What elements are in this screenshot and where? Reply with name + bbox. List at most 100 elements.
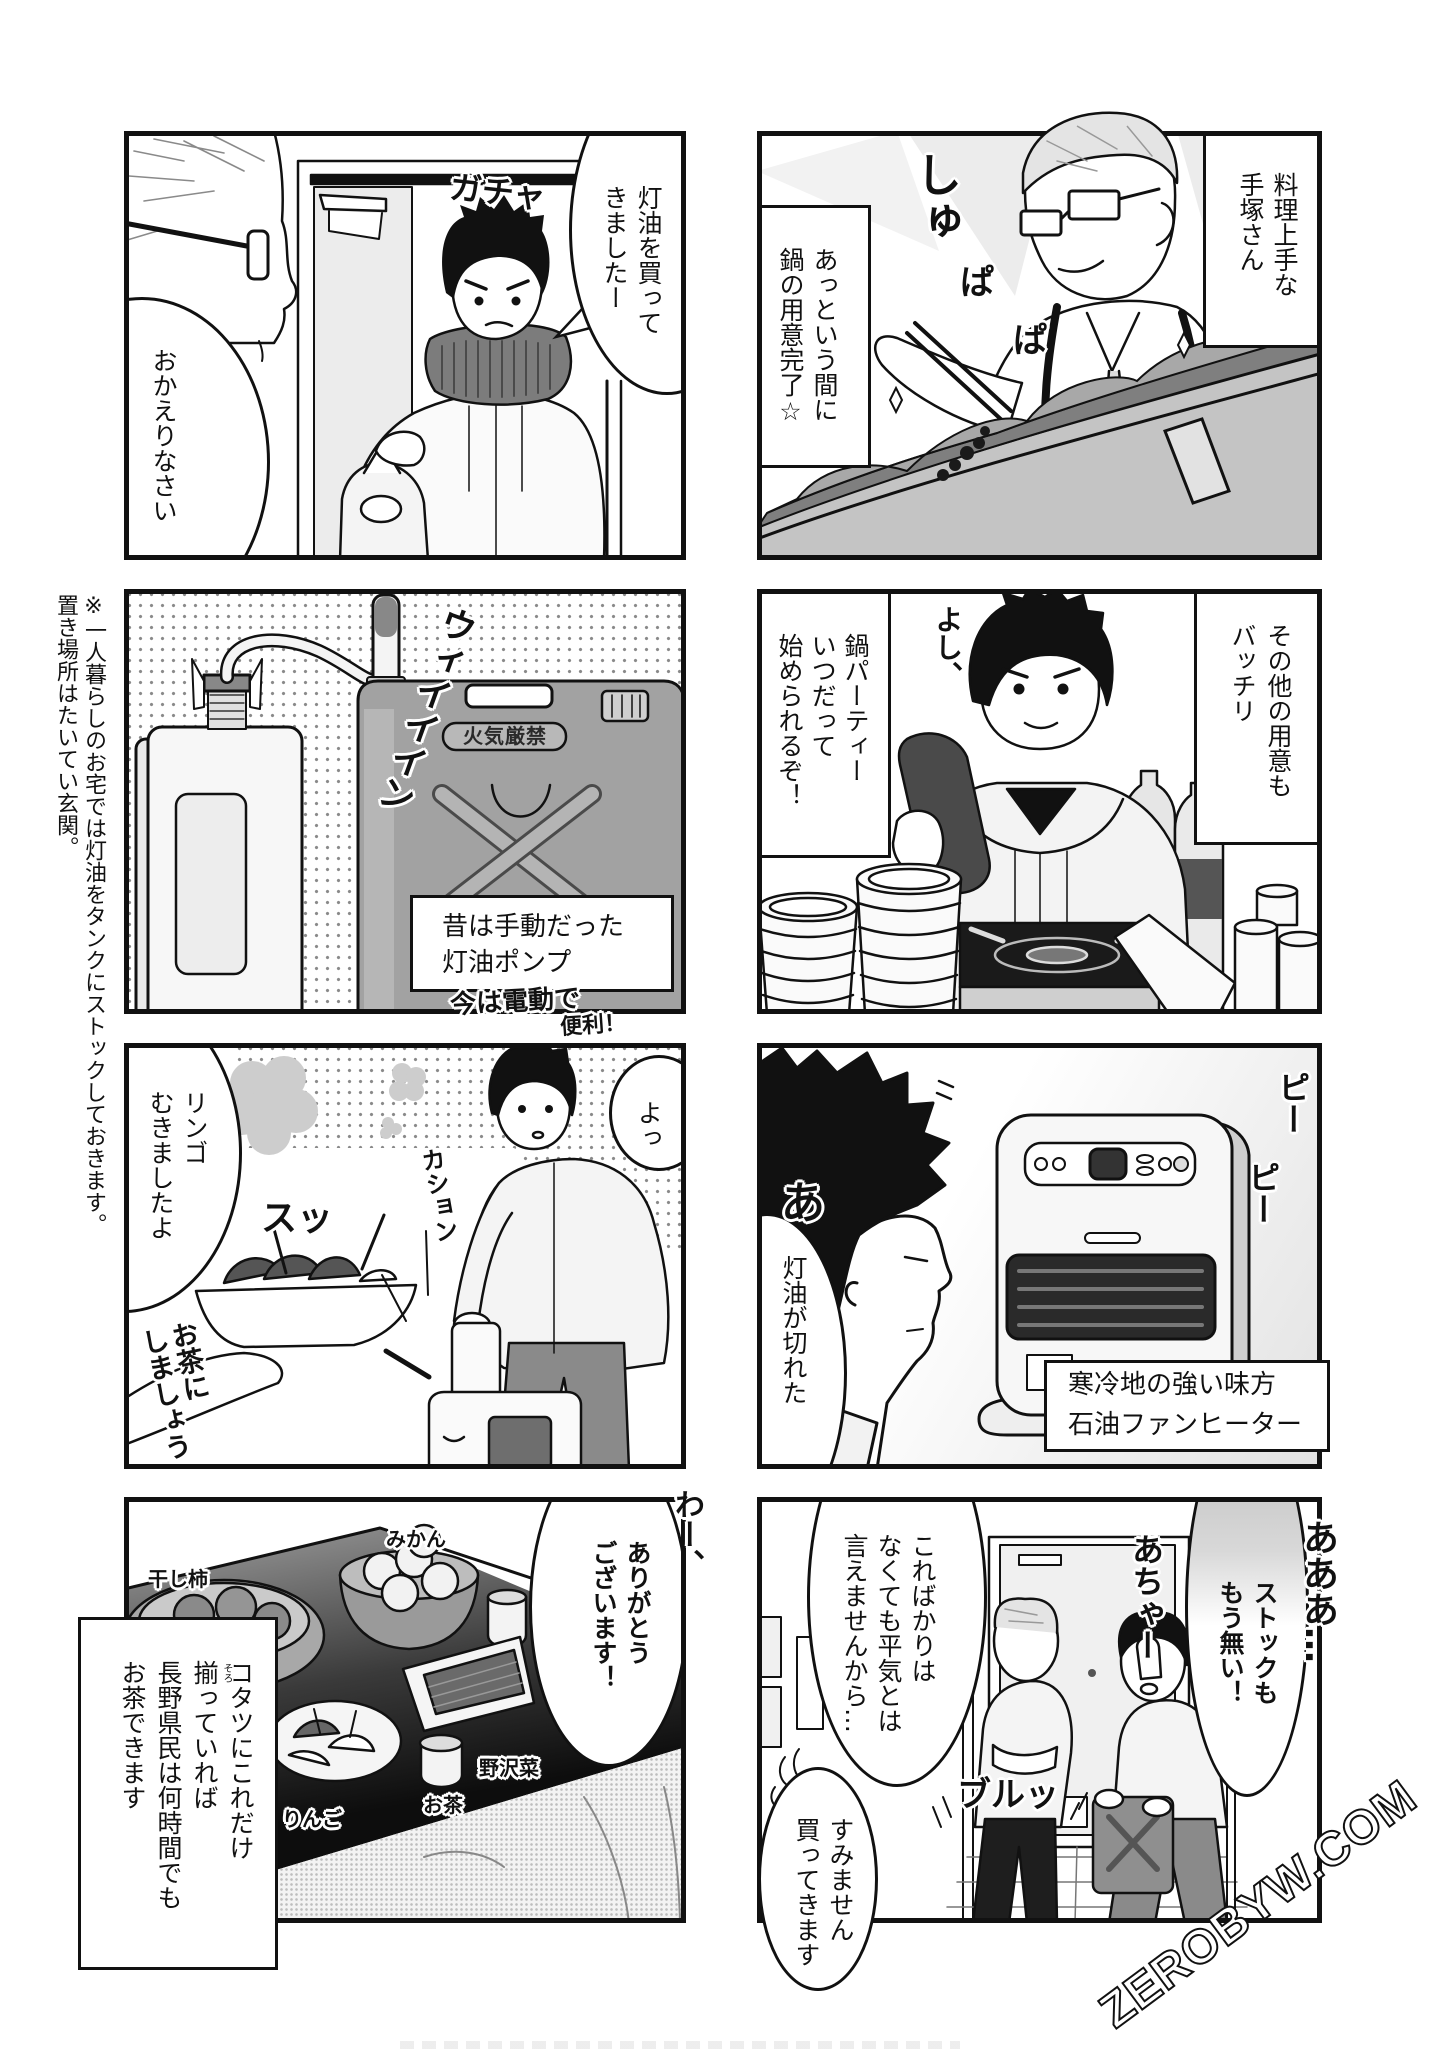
bowl-stacks <box>757 862 963 1014</box>
caption-line: 手塚さん <box>1236 172 1265 272</box>
sparkle-icon <box>888 330 1192 415</box>
caption-line: 長野県民は何時間でも <box>154 1660 183 1910</box>
caption-line: 寒冷地の強い味方 <box>1068 1370 1277 1400</box>
young-man-figure <box>452 1043 670 1469</box>
speech-line: リンゴ <box>180 1090 209 1165</box>
panel-8: こればかりは なくても平気とは 言えませんから… すみません 買ってきます スト… <box>757 1497 1338 1991</box>
speech-text: こればかりは なくても平気とは 言えませんから… <box>837 1533 939 1733</box>
caption-text: 昔は手動だった 灯油ポンプ <box>442 909 624 981</box>
futon-folds <box>423 1786 681 1923</box>
caption-text: 寒冷地の強い味方 石油ファンヒーター <box>1068 1365 1302 1445</box>
tea-cup <box>486 1588 528 1649</box>
heater <box>383 1348 583 1469</box>
young-man-figure <box>338 195 606 560</box>
tea-cup <box>418 1733 464 1789</box>
chopsticks <box>905 321 1013 425</box>
speech-line: 言えませんから… <box>840 1533 869 1733</box>
speech-text: ストックも もう無い！ <box>1213 1580 1281 1705</box>
speech-line: ございます！ <box>589 1540 618 1690</box>
handwritten-note: 便利！ <box>559 1010 627 1041</box>
speech-text: 灯油を買って きましたー <box>597 185 665 335</box>
hotpot <box>757 317 1322 560</box>
sound-effect: わー、 <box>669 1489 704 1579</box>
caption-line: 鍋パーティー <box>841 633 870 783</box>
jerry-can <box>1091 1788 1175 1895</box>
caption-box <box>1044 1360 1330 1452</box>
caption-box <box>757 205 871 468</box>
panel-3: 火気厳禁 昔は手動だった 灯油ポンプ ウィイイイン 今は電動で 便利！ <box>124 589 686 1040</box>
speech-bubble <box>758 1767 878 1991</box>
item-label: 干し柿 <box>148 1567 208 1591</box>
entrance-hallway-illustration <box>757 1497 1248 1923</box>
caption-line: 昔は手動だった <box>442 912 625 942</box>
caption-line: 揃っていれば <box>190 1660 219 1810</box>
speech-line: むきましたよ <box>146 1090 175 1240</box>
speech-line: こればかりは <box>908 1533 937 1683</box>
caption-text: あっという間に 鍋の用意完了☆ <box>773 247 841 426</box>
sound-effect: ピー <box>1243 1161 1281 1225</box>
panel-7: コタツにこれだけ 揃っていれば 長野県民は何時間でも お茶できます そろ ありが… <box>78 1489 704 1970</box>
speech-text: リンゴ むきましたよ <box>143 1090 211 1240</box>
speech-bubble <box>1185 1497 1309 1797</box>
caption-text: 鍋パーティー いつだって 始められるぞ！ <box>773 633 872 808</box>
caption-line: 料理上手な <box>1270 172 1299 297</box>
panel-4-art <box>757 589 1322 1014</box>
caption-line: 始められるぞ！ <box>775 633 804 808</box>
speech-line: ありがとう <box>623 1540 652 1665</box>
caption-line: お茶できます <box>118 1660 147 1810</box>
speech-line: きましたー <box>600 185 629 310</box>
item-label: みかん <box>386 1527 446 1551</box>
heater-tank <box>134 658 304 1014</box>
sound-effect: ガチャ <box>448 168 548 216</box>
speech-text: ありがとう ございます！ <box>586 1540 654 1690</box>
speech-bubble <box>529 1497 686 1767</box>
margin-note-line: ※一人暮らしのお宅では灯油をタンクにストックしておきます。 <box>81 594 106 1235</box>
speech-line: 買ってきます <box>792 1817 821 1967</box>
speech-line: 灯油を買って <box>634 185 663 335</box>
panel-5-art <box>124 1043 686 1469</box>
panel-1: 灯油を買って きましたー おかえりなさい ガチャ <box>124 131 686 560</box>
speech-line: 灯油が切れた <box>779 1255 808 1405</box>
sound-effect: あああ… <box>1297 1519 1338 1663</box>
panel-6: 灯油が切れた 寒冷地の強い味方 石油ファンヒーター あ ピー ピー <box>757 1043 1330 1469</box>
caption-line: 石油ファンヒーター <box>1068 1410 1303 1440</box>
speech-line: よっ <box>634 1100 663 1150</box>
head-overflow <box>1015 111 1185 137</box>
speech-text: すみません 買ってきます <box>789 1817 857 1967</box>
kerosene-tank <box>450 1321 502 1401</box>
margin-note: ※一人暮らしのお宅では灯油をタンクにストックしておきます。 置き場所はたいてい玄… <box>51 594 107 1235</box>
sound-effect: あちゃー <box>1127 1533 1165 1661</box>
caption-line: あっという間に <box>810 247 839 422</box>
panel-2-art <box>757 131 1322 560</box>
caption-box <box>1203 131 1322 348</box>
head-top-illustration <box>1040 111 1168 137</box>
sound-effect: ぱ <box>960 263 994 303</box>
caption-line: バッチリ <box>1228 623 1257 723</box>
item-label: お茶 <box>423 1793 463 1817</box>
caption-box <box>78 1617 278 1970</box>
cups <box>1233 883 1322 1014</box>
ruby-reading: そろ <box>221 1663 232 1683</box>
item-label: 野沢菜 <box>479 1756 539 1780</box>
shiver-lines <box>932 1792 1088 1828</box>
panel-4: その他の用意も バッチリ 鍋パーティー いつだって 始められるぞ！ よし、 <box>757 589 1322 1014</box>
panel-5: リンゴ むきましたよ よっ スッ カション お茶に しましょう <box>124 1043 686 1469</box>
tank-label: 火気厳禁 <box>463 724 547 748</box>
speech-text: おかえりなさい <box>146 348 180 523</box>
panel-1-art <box>124 131 686 560</box>
sound-effect: よし、 <box>931 605 964 689</box>
flower-decoration <box>220 1056 426 1155</box>
older-man-figure <box>971 1597 1073 1923</box>
cropped-footer-text <box>400 2041 960 2049</box>
mikan-basket <box>338 1523 480 1651</box>
panel-3-art: 火気厳禁 <box>124 589 686 1014</box>
speech-line: おかえりなさい <box>149 348 178 523</box>
caption-line: 鍋の用意完了☆ <box>776 247 805 426</box>
entrance-scene-illustration <box>124 131 626 560</box>
speech-text: よっ <box>631 1100 665 1150</box>
caption-text: コタツにこれだけ 揃っていれば 長野県民は何時間でも お茶できます <box>114 1660 258 1910</box>
speech-line: ストックも <box>1250 1580 1279 1705</box>
apple-plate <box>267 1699 403 1783</box>
speech-line: なくても平気とは <box>874 1533 903 1733</box>
caption-line: コタツにこれだけ <box>226 1660 255 1860</box>
